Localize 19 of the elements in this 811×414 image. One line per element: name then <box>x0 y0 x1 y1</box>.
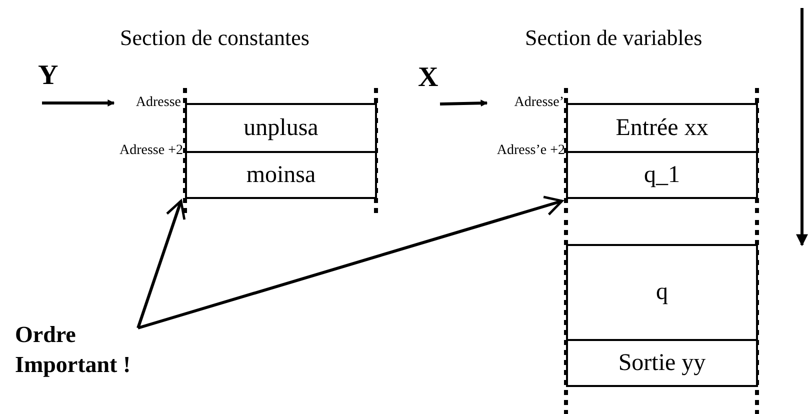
pointer-arrow <box>440 100 488 107</box>
memory-cell: Entrée xx <box>566 103 758 153</box>
address-label: Adresse <box>115 94 181 112</box>
note-text: Ordre Important ! <box>15 318 137 382</box>
address-label: Adresse’ <box>488 94 564 112</box>
address-label: Adresse +2 <box>118 143 183 159</box>
address-label: Adress’e +2 <box>496 143 565 159</box>
pointer-arrow <box>42 100 115 106</box>
section-title: Section de constantes <box>120 25 310 51</box>
memory-cell: q_1 <box>566 151 758 199</box>
leader-arrow <box>136 200 186 328</box>
leader-arrow <box>138 196 564 330</box>
memory-cell: Sortie yy <box>566 339 758 387</box>
memory-cell: unplusa <box>185 103 377 153</box>
register-name: Y <box>38 60 58 92</box>
memory-cell: q <box>566 244 758 341</box>
section-title: Section de variables <box>525 25 702 51</box>
register-name: X <box>418 62 438 94</box>
memory-cell: moinsa <box>185 151 377 199</box>
